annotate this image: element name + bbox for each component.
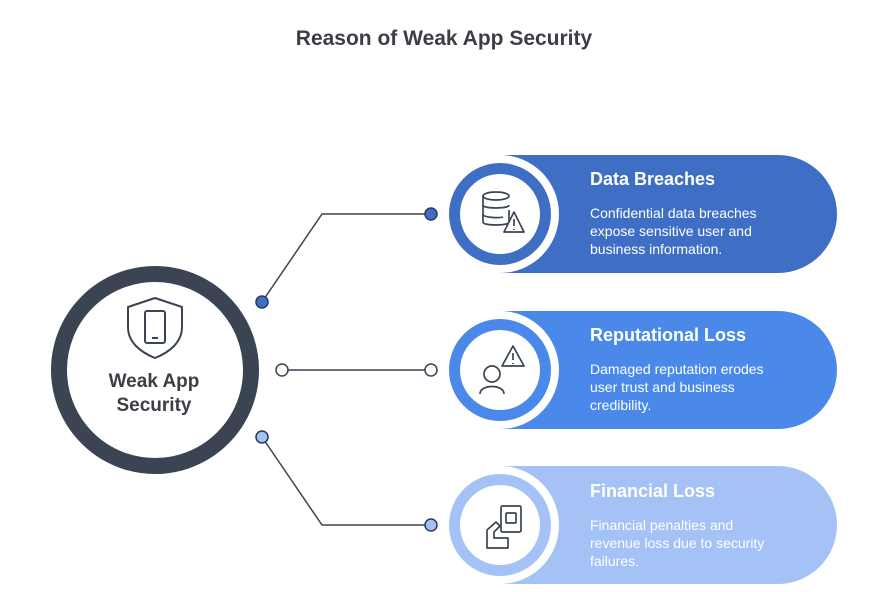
item-title: Reputational Loss xyxy=(590,325,747,345)
connector-dot-2-start xyxy=(275,363,289,377)
user-warning-icon xyxy=(479,345,525,395)
item-description: Damaged reputation erodes user trust and… xyxy=(590,360,790,414)
item-title: Financial Loss xyxy=(590,481,716,501)
item-description: Confidential data breaches expose sensit… xyxy=(590,204,790,258)
hub-label-line-1: Weak App xyxy=(108,371,200,392)
item-description-line: Damaged reputation erodes xyxy=(590,361,764,377)
pill-data-breaches xyxy=(441,155,837,273)
hub-ring xyxy=(51,266,259,474)
connector-data-breaches xyxy=(261,213,430,303)
database-warning-icon xyxy=(482,191,525,233)
item-description-line: revenue loss due to security xyxy=(590,535,765,551)
connector-dot-3-end xyxy=(424,518,438,532)
item-description-line: Confidential data breaches xyxy=(590,205,757,221)
item-title: Data Breaches xyxy=(590,169,716,189)
hub-label-line-2: Security xyxy=(116,395,192,416)
item-description: Financial penalties and revenue loss due… xyxy=(590,516,790,570)
connector-dot-1-end xyxy=(424,207,438,221)
item-description-line: business information. xyxy=(590,241,723,257)
money-hand-icon xyxy=(486,505,522,549)
phone-shield-icon xyxy=(127,297,183,359)
diagram-title: Reason of Weak App Security xyxy=(295,27,593,50)
item-description-line: Financial penalties and xyxy=(590,517,734,533)
connector-financial-loss xyxy=(261,436,430,526)
pill-reputational-loss xyxy=(441,311,837,429)
item-description-line: expose sensitive user and xyxy=(590,223,752,239)
item-data-breaches: Data Breaches Confidential data breaches… xyxy=(535,169,835,258)
item-description-line: user trust and business xyxy=(590,379,735,395)
item-financial-loss: Financial Loss Financial penalties and r… xyxy=(535,481,835,570)
connector-dot-3-start xyxy=(255,430,269,444)
connectors xyxy=(261,213,430,526)
hub-label: Weak App Security xyxy=(79,370,229,418)
connector-dot-1-start xyxy=(255,295,269,309)
item-description-line: credibility. xyxy=(590,397,652,413)
item-description-line: failures. xyxy=(590,553,640,569)
item-reputational-loss: Reputational Loss Damaged reputation ero… xyxy=(535,325,835,414)
connector-dot-2-end xyxy=(424,363,438,377)
